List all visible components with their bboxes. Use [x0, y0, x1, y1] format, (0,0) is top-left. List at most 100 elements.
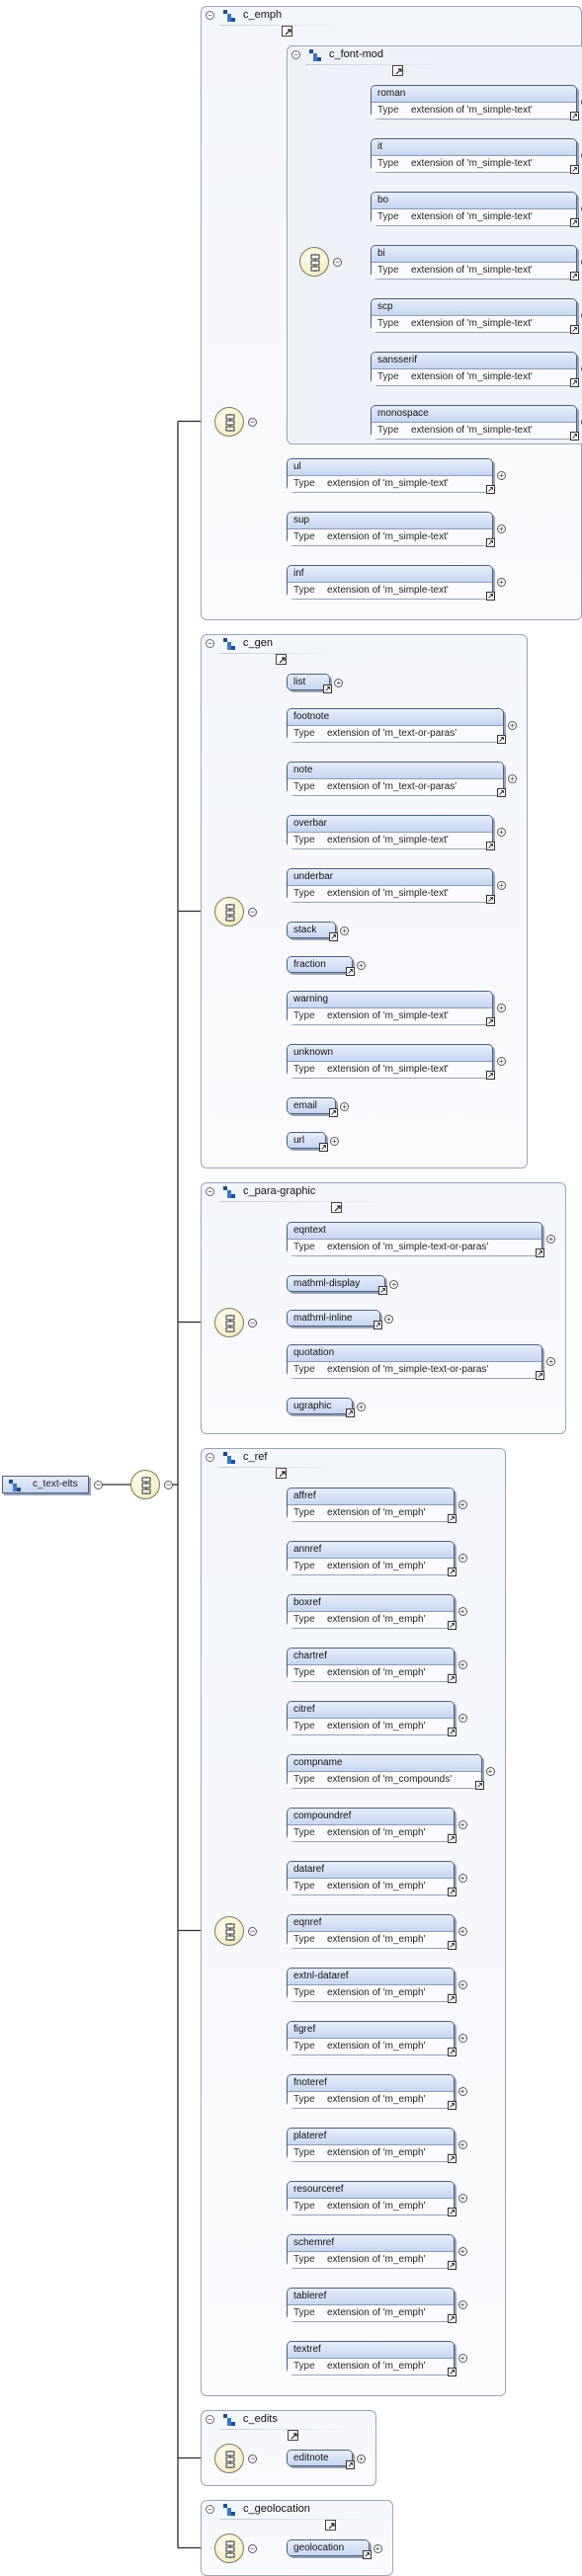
open-element-link-icon[interactable] [447, 2154, 457, 2163]
open-element-link-icon[interactable] [485, 842, 495, 850]
open-element-link-icon[interactable] [447, 2314, 457, 2323]
open-group-link-icon[interactable] [288, 2430, 299, 2441]
expand-icon[interactable]: + [373, 2543, 382, 2553]
expand-icon[interactable]: + [457, 1499, 467, 1509]
sequence-compositor-icon[interactable] [214, 2443, 244, 2473]
expand-icon[interactable]: + [356, 1402, 366, 1411]
collapse-icon[interactable]: − [206, 2415, 214, 2424]
open-element-link-icon[interactable] [485, 1071, 495, 1080]
element-email[interactable]: email [287, 1097, 338, 1117]
element-list[interactable]: list [287, 674, 333, 693]
open-group-link-icon[interactable] [276, 1468, 287, 1479]
expand-icon[interactable]: + [508, 720, 517, 730]
open-element-link-icon[interactable] [485, 592, 495, 601]
open-element-link-icon[interactable] [485, 485, 495, 494]
sequence-compositor-icon[interactable] [214, 406, 244, 437]
open-element-link-icon[interactable] [536, 1371, 545, 1380]
expand-icon[interactable]: + [457, 1553, 467, 1563]
collapse-icon[interactable]: − [248, 2453, 257, 2463]
collapse-icon[interactable]: − [248, 2542, 257, 2553]
expand-icon[interactable]: + [457, 2139, 467, 2149]
open-element-link-icon[interactable] [447, 1674, 457, 1683]
expand-icon[interactable]: + [496, 523, 506, 533]
expand-icon[interactable]: + [457, 2299, 467, 2309]
open-group-link-icon[interactable] [276, 654, 287, 665]
expand-icon[interactable]: + [457, 2033, 467, 2043]
open-element-link-icon[interactable] [497, 735, 506, 744]
open-element-link-icon[interactable] [447, 2368, 457, 2376]
sequence-compositor-icon[interactable] [214, 896, 244, 926]
open-element-link-icon[interactable] [447, 1728, 457, 1736]
open-element-link-icon[interactable] [474, 1781, 484, 1790]
open-element-link-icon[interactable] [319, 1143, 328, 1152]
open-element-link-icon[interactable] [485, 895, 495, 904]
open-element-link-icon[interactable] [497, 788, 506, 797]
open-element-link-icon[interactable] [362, 2550, 372, 2559]
expand-icon[interactable]: + [496, 470, 506, 480]
open-element-link-icon[interactable] [329, 1108, 338, 1117]
expand-icon[interactable]: + [457, 1606, 467, 1616]
expand-icon[interactable]: + [457, 2086, 467, 2096]
root-element-c-text-elts[interactable]: c_text-elts [2, 1476, 89, 1493]
element-url[interactable]: url [287, 1132, 328, 1152]
expand-icon[interactable]: + [457, 1926, 467, 1936]
expand-icon[interactable]: + [389, 1279, 399, 1289]
element-editnote[interactable]: editnote [287, 2450, 355, 2469]
expand-icon[interactable]: + [546, 1234, 556, 1244]
open-element-link-icon[interactable] [536, 1248, 545, 1257]
element-stack[interactable]: stack [287, 922, 338, 941]
open-element-link-icon[interactable] [569, 165, 579, 174]
open-element-link-icon[interactable] [569, 432, 579, 441]
collapse-icon[interactable]: − [206, 1453, 214, 1462]
open-element-link-icon[interactable] [569, 378, 579, 387]
open-group-link-icon[interactable] [282, 26, 293, 37]
expand-icon[interactable]: + [496, 1056, 506, 1066]
inner-sequence-compositor-icon[interactable] [299, 246, 329, 277]
open-element-link-icon[interactable] [447, 1568, 457, 1576]
expand-icon[interactable]: + [356, 2454, 366, 2463]
open-element-link-icon[interactable] [569, 218, 579, 227]
open-element-link-icon[interactable] [329, 932, 338, 941]
open-element-link-icon[interactable] [447, 1834, 457, 1843]
expand-icon[interactable]: + [457, 2193, 467, 2203]
expand-icon[interactable]: + [383, 1314, 393, 1324]
sequence-compositor-icon[interactable] [214, 2533, 244, 2563]
collapse-icon[interactable]: − [164, 1480, 173, 1489]
expand-icon[interactable]: + [340, 926, 349, 935]
collapse-icon[interactable]: − [206, 639, 214, 648]
sequence-compositor-icon[interactable] [214, 1915, 244, 1946]
expand-icon[interactable]: + [334, 678, 344, 687]
collapse-icon[interactable]: − [94, 1480, 103, 1489]
open-element-link-icon[interactable] [485, 538, 495, 547]
sequence-compositor-icon[interactable] [214, 1307, 244, 1337]
collapse-icon[interactable]: − [248, 906, 257, 917]
open-element-link-icon[interactable] [569, 325, 579, 334]
open-element-link-icon[interactable] [378, 1286, 388, 1295]
collapse-icon[interactable]: − [206, 2505, 214, 2514]
expand-icon[interactable]: + [457, 1979, 467, 1989]
open-element-link-icon[interactable] [447, 2208, 457, 2216]
expand-icon[interactable]: + [508, 773, 517, 783]
open-group-link-icon[interactable] [392, 65, 403, 76]
open-element-link-icon[interactable] [345, 967, 355, 976]
element-mathml-display[interactable]: mathml-display [287, 1275, 388, 1295]
